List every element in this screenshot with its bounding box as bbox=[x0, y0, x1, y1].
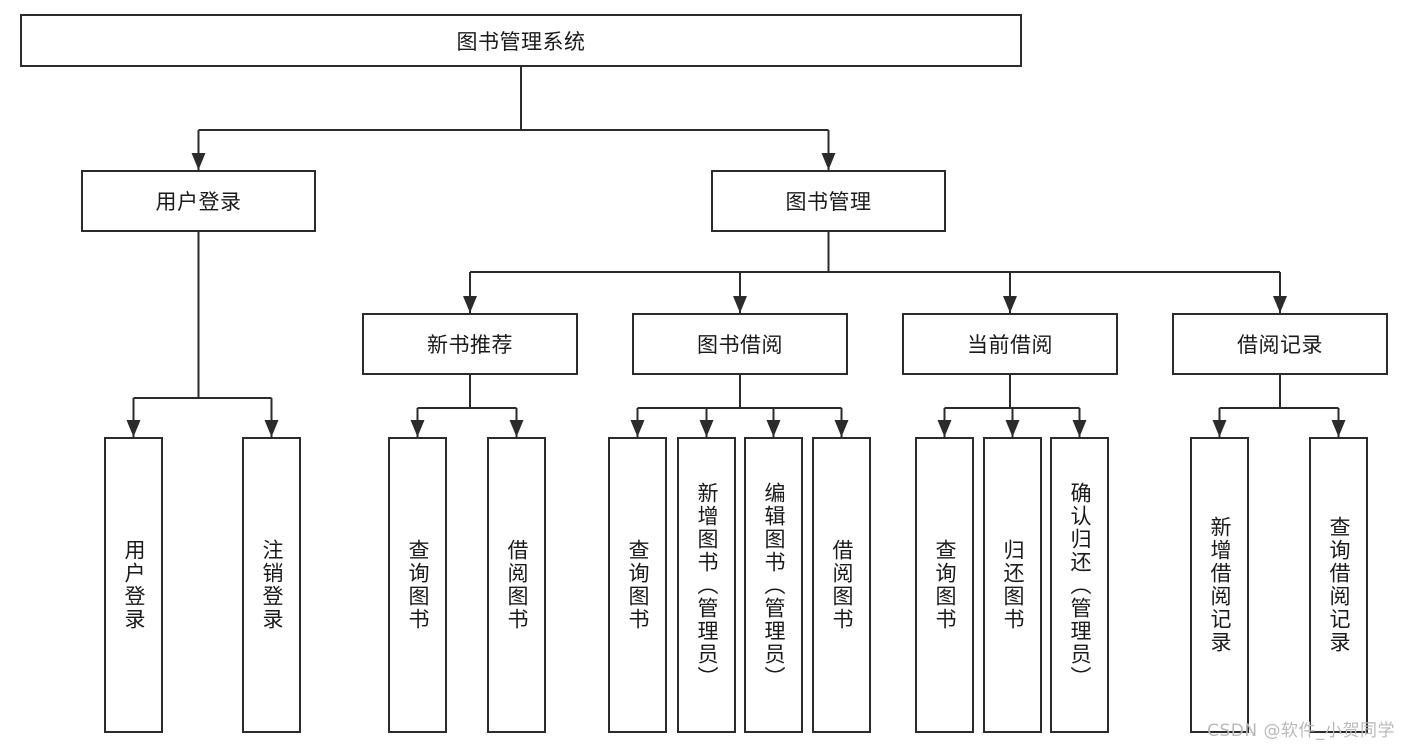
connector-arrowhead bbox=[699, 420, 714, 437]
watermark: CSDN @软件_小贺同学 bbox=[1207, 721, 1395, 741]
node-label: 借阅记录 bbox=[1237, 333, 1323, 357]
connector-arrowhead bbox=[630, 420, 645, 437]
node-leaf-return-book[interactable]: 归还图书 bbox=[983, 437, 1042, 733]
connector-arrowhead bbox=[126, 420, 141, 437]
node-leaf-borrow-book-1[interactable]: 借阅图书 bbox=[487, 437, 546, 733]
connector-arrowhead bbox=[1331, 420, 1346, 437]
node-label: 新增借阅记录 bbox=[1208, 516, 1232, 654]
node-root[interactable]: 图书管理系统 bbox=[20, 14, 1022, 67]
connector-arrowhead bbox=[1005, 420, 1020, 437]
connector-arrowhead bbox=[1003, 296, 1017, 313]
node-label: 图书管理 bbox=[785, 190, 872, 214]
connector-arrowhead bbox=[1212, 420, 1227, 437]
node-leaf-user-login[interactable]: 用户登录 bbox=[104, 437, 163, 733]
node-leaf-add-record[interactable]: 新增借阅记录 bbox=[1190, 437, 1249, 733]
node-label: 借阅图书 bbox=[830, 539, 854, 631]
node-current-borrow[interactable]: 当前借阅 bbox=[902, 313, 1118, 375]
node-borrow-record[interactable]: 借阅记录 bbox=[1172, 313, 1388, 375]
connector-arrowhead bbox=[821, 153, 836, 170]
connector-arrowhead bbox=[766, 420, 781, 437]
connector-arrowhead bbox=[1072, 420, 1087, 437]
node-leaf-query-book-3[interactable]: 查询图书 bbox=[915, 437, 974, 733]
node-label: 编辑图书（管理员） bbox=[762, 481, 786, 689]
connector-arrowhead bbox=[733, 296, 747, 313]
node-label: 查询图书 bbox=[406, 539, 430, 631]
node-leaf-logout[interactable]: 注销登录 bbox=[242, 437, 301, 733]
connector-arrowhead bbox=[463, 296, 477, 313]
connector-arrowhead bbox=[937, 420, 952, 437]
node-label: 用户登录 bbox=[122, 539, 146, 631]
node-label: 新增图书（管理员） bbox=[695, 481, 719, 689]
node-leaf-query-book-1[interactable]: 查询图书 bbox=[388, 437, 447, 733]
node-leaf-borrow-book-2[interactable]: 借阅图书 bbox=[812, 437, 871, 733]
node-book-borrow[interactable]: 图书借阅 bbox=[632, 313, 848, 375]
node-label: 借阅图书 bbox=[505, 539, 529, 631]
node-leaf-confirm-return[interactable]: 确认归还（管理员） bbox=[1050, 437, 1109, 733]
node-label: 新书推荐 bbox=[427, 333, 513, 357]
connector-arrowhead bbox=[264, 420, 279, 437]
node-leaf-add-book[interactable]: 新增图书（管理员） bbox=[677, 437, 736, 733]
node-label: 图书管理系统 bbox=[456, 29, 586, 54]
node-book-manage[interactable]: 图书管理 bbox=[711, 170, 946, 232]
node-label: 图书借阅 bbox=[697, 333, 783, 357]
node-user-login[interactable]: 用户登录 bbox=[81, 170, 316, 232]
connector-arrowhead bbox=[410, 420, 425, 437]
node-label: 确认归还（管理员） bbox=[1068, 481, 1092, 689]
connector-arrowhead bbox=[191, 153, 206, 170]
node-leaf-edit-book[interactable]: 编辑图书（管理员） bbox=[744, 437, 803, 733]
connector-arrowhead bbox=[834, 420, 849, 437]
node-label: 查询借阅记录 bbox=[1327, 516, 1351, 654]
node-label: 当前借阅 bbox=[967, 333, 1053, 357]
connector-arrowhead bbox=[1273, 296, 1287, 313]
node-label: 查询图书 bbox=[626, 539, 650, 631]
node-label: 注销登录 bbox=[260, 539, 284, 631]
node-label: 查询图书 bbox=[933, 539, 957, 631]
node-leaf-query-book-2[interactable]: 查询图书 bbox=[608, 437, 667, 733]
node-leaf-query-record[interactable]: 查询借阅记录 bbox=[1309, 437, 1368, 733]
connector-arrowhead bbox=[509, 420, 524, 437]
node-label: 用户登录 bbox=[155, 190, 242, 214]
node-label: 归还图书 bbox=[1001, 539, 1025, 631]
node-new-book-recommend[interactable]: 新书推荐 bbox=[362, 313, 578, 375]
